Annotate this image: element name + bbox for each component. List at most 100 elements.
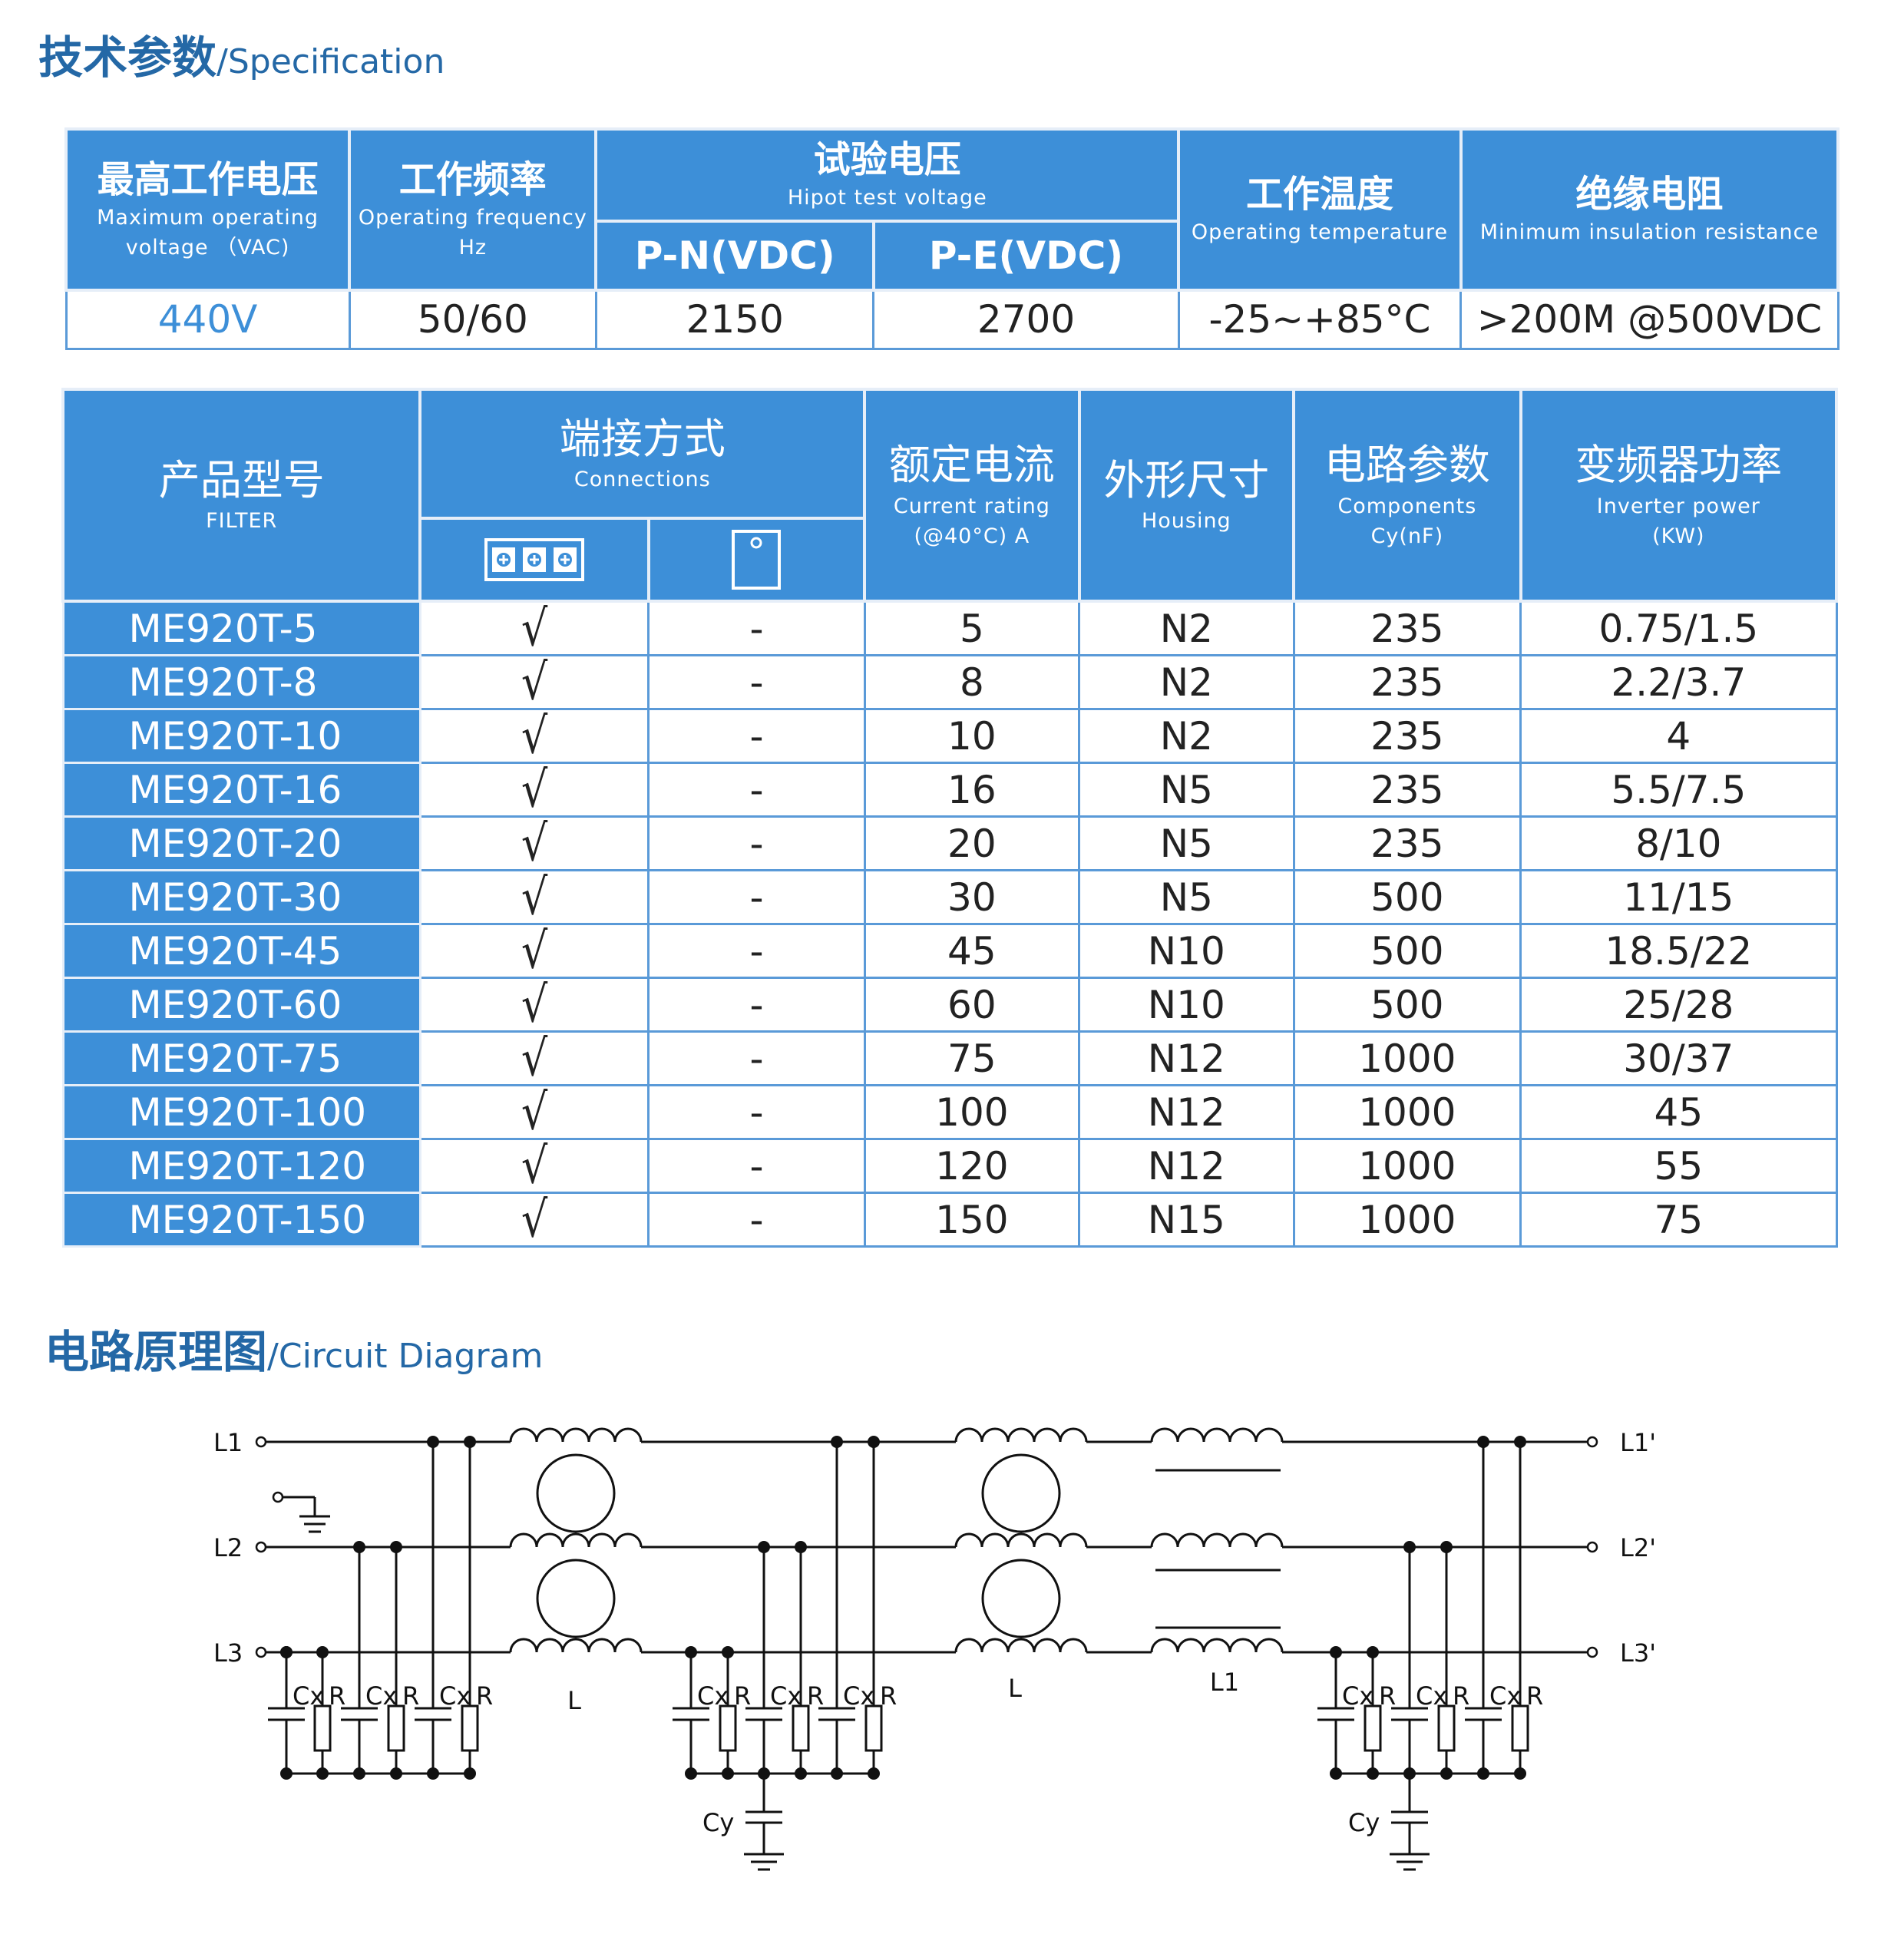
cy-cell: 1000 xyxy=(1292,1084,1522,1140)
model-cell: ME920T-10 xyxy=(61,708,421,764)
r-label: R xyxy=(734,1681,751,1711)
model-cell: ME920T-120 xyxy=(61,1138,421,1194)
checkmark-icon: √ xyxy=(521,1136,548,1195)
junction-dot xyxy=(868,1436,880,1448)
cy-cell: 500 xyxy=(1292,923,1522,979)
power-cell: 55 xyxy=(1519,1138,1838,1194)
r-label: R xyxy=(1526,1681,1543,1711)
current-cell: 8 xyxy=(863,654,1081,710)
power-cell: 5.5/7.5 xyxy=(1519,762,1838,818)
choke-coil xyxy=(1150,1532,1284,1548)
header-pe: P-E(VDC) xyxy=(871,220,1181,292)
cy-cell: 500 xyxy=(1292,977,1522,1033)
junction-dot xyxy=(464,1436,476,1448)
header-insulation-en: Minimum insulation resistance xyxy=(1479,220,1820,245)
model-cell: ME920T-8 xyxy=(61,654,421,710)
stud-cell: - xyxy=(647,1030,866,1086)
stud-cell: - xyxy=(647,1138,866,1194)
output-label: L1' xyxy=(1620,1428,1656,1457)
junction-dot xyxy=(1477,1436,1489,1448)
value-temperature: -25~+85°C xyxy=(1177,289,1463,350)
housing-cell: N12 xyxy=(1078,1138,1295,1194)
input-label: L3 xyxy=(213,1638,243,1668)
current-cell: 16 xyxy=(863,762,1081,818)
header-model: 产品型号 FILTER xyxy=(61,388,422,603)
checkmark-icon: √ xyxy=(521,1083,548,1142)
header-housing-zh: 外形尺寸 xyxy=(1103,455,1270,504)
input-label: L2 xyxy=(213,1533,243,1562)
terminal-circle xyxy=(255,1646,267,1658)
terminal-cell: √ xyxy=(418,761,650,818)
stud-cell: - xyxy=(647,1192,866,1248)
housing-cell: N5 xyxy=(1078,762,1295,818)
header-temperature: 工作温度 Operating temperature xyxy=(1177,127,1463,292)
cy-cell: 235 xyxy=(1292,815,1522,871)
r-label: R xyxy=(1453,1681,1469,1711)
header-model-en: FILTER xyxy=(206,509,278,534)
header-components-en1: Components xyxy=(1337,494,1477,518)
spec-section-title: 技术参数/Specification xyxy=(38,21,445,86)
header-insulation: 绝缘电阻 Minimum insulation resistance xyxy=(1459,127,1840,292)
header-max-voltage: 最高工作电压 Maximum operating voltage （VAC) xyxy=(64,127,352,292)
header-inverter-en2: (KW) xyxy=(1652,524,1705,548)
header-frequency-en1: Operating frequency xyxy=(358,205,587,230)
cy-cell: 235 xyxy=(1292,654,1522,710)
header-pe-label: P-E(VDC) xyxy=(928,233,1124,278)
toroid-core xyxy=(981,1453,1061,1533)
terminal-circle xyxy=(255,1541,267,1553)
junction-dot xyxy=(722,1646,734,1658)
terminal-cell: √ xyxy=(418,1030,650,1087)
power-cell: 11/15 xyxy=(1519,869,1838,925)
junction-dot xyxy=(685,1646,697,1658)
power-cell: 45 xyxy=(1519,1084,1838,1140)
current-cell: 20 xyxy=(863,815,1081,871)
header-temperature-en: Operating temperature xyxy=(1191,220,1449,245)
choke-label: L xyxy=(1008,1674,1022,1703)
header-hipot-zh: 试验电压 xyxy=(813,138,961,182)
header-max-voltage-en2: voltage （VAC) xyxy=(125,236,290,260)
resistor xyxy=(719,1704,737,1752)
cy-cell: 500 xyxy=(1292,869,1522,925)
product-table: 产品型号 FILTER 端接方式 Connections 额定电流 Curren… xyxy=(61,388,1839,1249)
terminal-circle xyxy=(272,1491,284,1503)
junction-dot xyxy=(831,1436,843,1448)
junction-dot xyxy=(795,1541,807,1553)
housing-cell: N5 xyxy=(1078,869,1295,925)
input-label: L1 xyxy=(213,1428,243,1457)
header-components-en2: Cy(nF) xyxy=(1370,524,1444,548)
cy-cell: 1000 xyxy=(1292,1030,1522,1086)
terminal-circle xyxy=(1586,1436,1598,1448)
housing-cell: N2 xyxy=(1078,708,1295,764)
junction-dot xyxy=(316,1646,329,1658)
resistor xyxy=(387,1704,405,1752)
housing-cell: N2 xyxy=(1078,654,1295,710)
housing-cell: N2 xyxy=(1078,600,1295,656)
terminal-cell: √ xyxy=(418,868,650,926)
toroid-core xyxy=(536,1559,616,1638)
current-cell: 45 xyxy=(863,923,1081,979)
terminal-circle xyxy=(1586,1541,1598,1553)
power-cell: 8/10 xyxy=(1519,815,1838,871)
checkmark-icon: √ xyxy=(521,814,548,873)
header-hipot: 试验电压 Hipot test voltage xyxy=(594,127,1181,223)
cy-label: Cy xyxy=(1348,1808,1380,1837)
terminal-circle xyxy=(1586,1646,1598,1658)
model-cell: ME920T-60 xyxy=(61,977,421,1033)
resistor xyxy=(1511,1704,1529,1752)
model-cell: ME920T-30 xyxy=(61,869,421,925)
header-model-zh: 产品型号 xyxy=(158,455,325,504)
r-label: R xyxy=(402,1681,419,1711)
checkmark-icon: √ xyxy=(521,1190,548,1249)
toroid-core xyxy=(536,1453,616,1533)
header-inverter-en1: Inverter power xyxy=(1596,494,1760,518)
power-cell: 25/28 xyxy=(1519,977,1838,1033)
stud-cell: - xyxy=(647,600,866,656)
header-inverter: 变频器功率 Inverter power (KW) xyxy=(1519,388,1839,603)
model-cell: ME920T-45 xyxy=(61,923,421,979)
junction-dot xyxy=(280,1646,293,1658)
